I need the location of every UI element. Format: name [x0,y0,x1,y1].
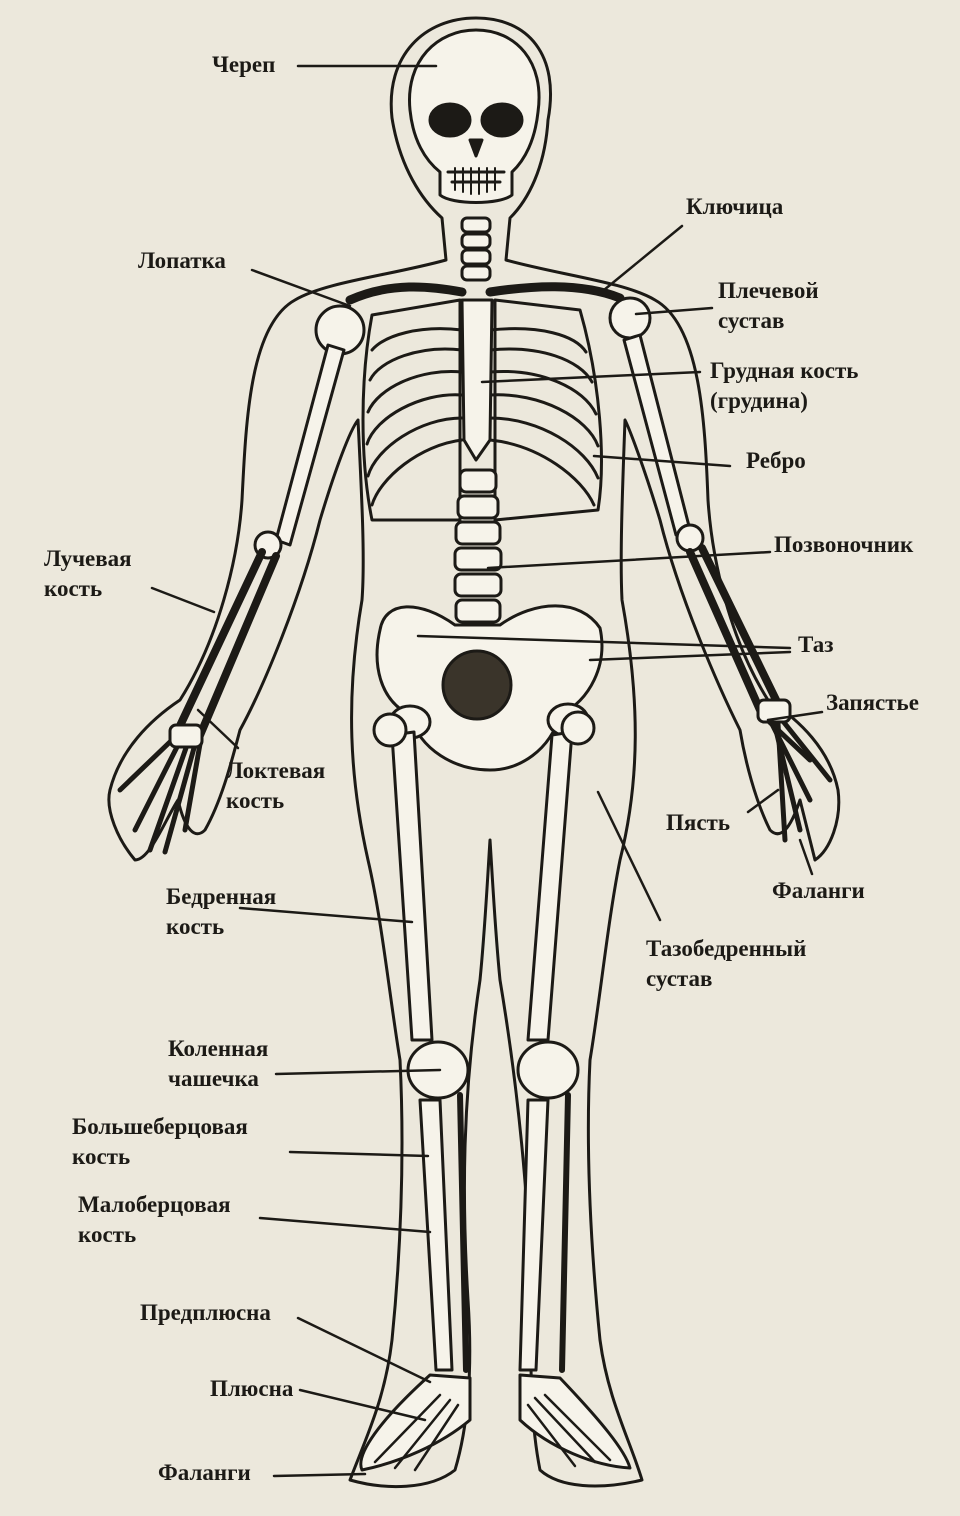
label-tarsus: Предплюсна [140,1300,271,1325]
label-fibula-line1: Малоберцовая [78,1192,231,1217]
label-sternum-line2: (грудина) [710,388,808,413]
label-femur: Бедренная кость [166,882,276,942]
label-kneecap: Коленная чашечка [168,1034,268,1094]
label-ulna-line2: кость [226,788,285,813]
label-hip-joint: Тазобедренный сустав [646,934,806,994]
label-skull: Череп [212,52,276,77]
label-femur-line1: Бедренная [166,884,277,909]
label-radius-line1: Лучевая [44,546,132,571]
ribcage-shape [361,298,462,522]
label-rib: Ребро [746,448,806,473]
label-hand-phalanges: Фаланги [772,878,865,903]
label-clavicle: Ключица [686,194,784,219]
label-ulna: Локтевая кость [226,756,325,816]
label-kneecap-line1: Коленная [168,1036,269,1061]
label-sternum-line1: Грудная кость [710,358,859,383]
label-hip-joint-line1: Тазобедренный [646,936,807,961]
label-metatarsus: Плюсна [210,1376,294,1401]
label-tibia-line1: Большеберцовая [72,1114,248,1139]
leader-lines [150,64,824,1478]
sternum-shape [460,298,494,462]
skeleton-bones [117,28,833,1472]
label-foot-phalanges: Фаланги [158,1460,251,1485]
label-femur-line2: кость [166,914,225,939]
label-kneecap-line2: чашечка [168,1066,259,1091]
label-hip-joint-line2: сустав [646,966,713,991]
label-shoulder-joint-line1: Плечевой [718,278,819,303]
label-fibula-line2: кость [78,1222,137,1247]
label-sternum: Грудная кость (грудина) [710,356,858,416]
label-scapula: Лопатка [138,248,226,273]
label-shoulder-joint-line2: сустав [718,308,785,333]
label-fibula: Малоберцовая кость [78,1190,231,1250]
label-pelvis: Таз [798,632,834,657]
label-radius-line2: кость [44,576,103,601]
label-radius: Лучевая кость [44,544,132,604]
label-shoulder-joint: Плечевой сустав [718,276,819,336]
skull-shape [408,28,541,204]
label-ulna-line1: Локтевая [226,758,326,783]
label-wrist: Запястье [826,690,919,715]
label-spine: Позвоночник [774,532,914,557]
label-metacarpus: Пясть [666,810,731,835]
label-tibia: Большеберцовая кость [72,1112,248,1172]
label-tibia-line2: кость [72,1144,131,1169]
